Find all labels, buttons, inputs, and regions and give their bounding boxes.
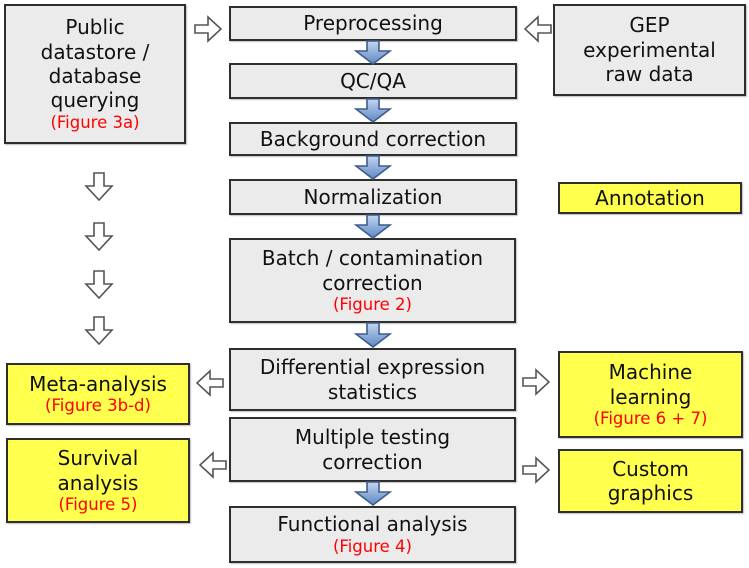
flow-down-arrow-icon bbox=[354, 155, 392, 180]
flow-box-gep-raw-data: GEP experimental raw data bbox=[553, 4, 746, 96]
hollow-right-arrow-icon bbox=[522, 456, 550, 484]
figure-ref: (Figure 2) bbox=[333, 294, 412, 314]
hollow-left-arrow-icon bbox=[196, 369, 224, 397]
figure-ref: (Figure 3b-d) bbox=[45, 396, 151, 416]
flow-box-public-datastore: Public datastore / database querying (Fi… bbox=[4, 4, 186, 144]
flow-box-annotation: Annotation bbox=[558, 182, 742, 214]
flow-box-meta-analysis: Meta-analysis (Figure 3b-d) bbox=[6, 363, 190, 425]
flow-box-survival-analysis: Survival analysis (Figure 5) bbox=[6, 438, 190, 523]
hollow-right-arrow-icon bbox=[522, 368, 550, 396]
flow-down-arrow-icon bbox=[354, 481, 392, 506]
hollow-left-arrow-icon bbox=[524, 15, 552, 43]
flow-box-normalization: Normalization bbox=[229, 179, 517, 215]
box-label: GEP experimental raw data bbox=[583, 13, 716, 87]
box-label: Batch / contamination correction bbox=[261, 246, 484, 295]
hollow-down-arrow-icon bbox=[84, 222, 114, 251]
hollow-right-arrow-icon bbox=[194, 15, 222, 43]
box-label: Normalization bbox=[303, 184, 443, 209]
flow-box-differential-expression: Differential expression statistics bbox=[229, 348, 516, 411]
flow-box-custom-graphics: Custom graphics bbox=[558, 449, 743, 513]
flow-down-arrow-icon bbox=[354, 40, 392, 65]
box-label: Preprocessing bbox=[303, 11, 443, 36]
box-label: Custom graphics bbox=[607, 456, 694, 505]
box-label: Differential expression statistics bbox=[259, 355, 486, 404]
box-label: Annotation bbox=[595, 185, 705, 210]
figure-ref: (Figure 3a) bbox=[50, 112, 140, 132]
box-label: QC/QA bbox=[340, 68, 406, 93]
figure-ref: (Figure 5) bbox=[58, 494, 138, 514]
flow-down-arrow-icon bbox=[354, 214, 392, 239]
flow-box-multiple-testing: Multiple testing correction bbox=[229, 417, 516, 482]
figure-ref: (Figure 6 + 7) bbox=[593, 408, 708, 428]
hollow-down-arrow-icon bbox=[84, 270, 114, 299]
box-label: Background correction bbox=[259, 126, 487, 151]
hollow-down-arrow-icon bbox=[84, 316, 114, 345]
box-label: Public datastore / database querying bbox=[40, 15, 150, 113]
box-label: Survival analysis bbox=[57, 446, 139, 495]
hollow-left-arrow-icon bbox=[199, 451, 227, 479]
box-label: Meta-analysis bbox=[29, 371, 167, 396]
flow-down-arrow-icon bbox=[354, 322, 392, 348]
box-label: Functional analysis bbox=[277, 512, 468, 537]
flow-box-preprocessing: Preprocessing bbox=[229, 6, 517, 41]
flow-box-batch-correction: Batch / contamination correction (Figure… bbox=[229, 238, 516, 323]
figure-ref: (Figure 4) bbox=[333, 536, 412, 556]
flow-box-functional-analysis: Functional analysis (Figure 4) bbox=[229, 506, 516, 563]
box-label: Machine learning bbox=[608, 360, 693, 409]
flow-box-machine-learning: Machine learning (Figure 6 + 7) bbox=[558, 351, 743, 438]
flow-box-background-correction: Background correction bbox=[229, 122, 517, 156]
box-label: Multiple testing correction bbox=[294, 425, 451, 474]
flow-box-qcqa: QC/QA bbox=[229, 63, 517, 99]
hollow-down-arrow-icon bbox=[84, 172, 114, 201]
flow-down-arrow-icon bbox=[354, 98, 392, 123]
